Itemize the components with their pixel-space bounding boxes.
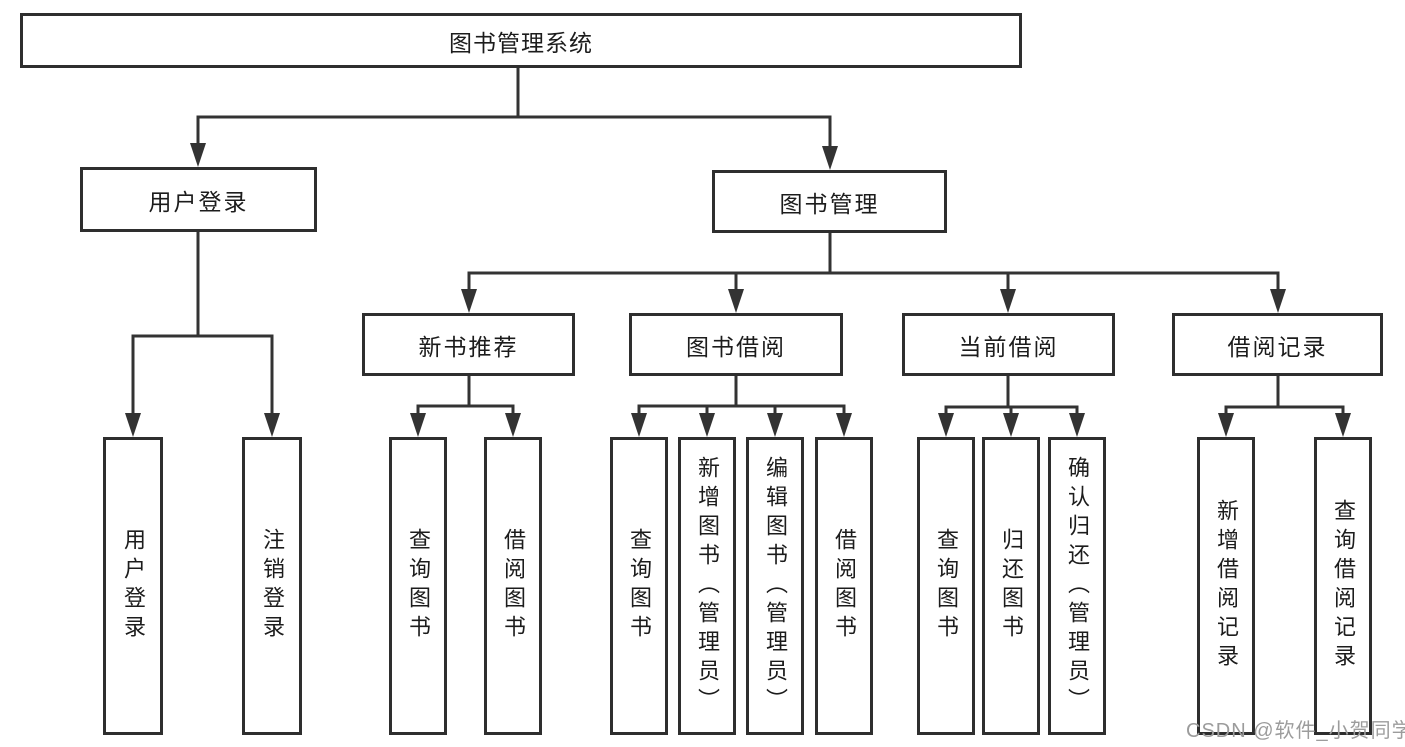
arrow-down-icon	[1003, 413, 1019, 437]
arrow-down-icon	[699, 413, 715, 437]
leaf-newbooks-borrow-label: 借阅图书	[501, 528, 526, 644]
arrow-down-icon	[631, 413, 647, 437]
arrow-down-icon	[728, 289, 744, 313]
node-book-borrow-label: 图书借阅	[686, 333, 786, 360]
leaf-borrow-book: 借阅图书	[815, 437, 873, 735]
arrow-down-icon	[410, 413, 426, 437]
node-current-borrow: 当前借阅	[902, 313, 1115, 376]
leaf-user-login: 用户登录	[103, 437, 163, 735]
node-current-borrow-label: 当前借阅	[958, 333, 1059, 360]
leaf-current-query-label: 查询图书	[934, 528, 959, 644]
connector-new-books-to-leaves	[410, 376, 521, 437]
arrow-down-icon	[125, 413, 141, 437]
arrow-down-icon	[822, 146, 838, 170]
node-user-login: 用户登录	[80, 167, 317, 232]
leaf-current-confirm: 确认归还（管理员）	[1048, 437, 1106, 735]
node-book-mgmt: 图书管理	[712, 170, 947, 233]
connector-user-login-to-leaves	[125, 232, 280, 437]
leaf-records-query: 查询借阅记录	[1314, 437, 1372, 735]
leaf-current-return: 归还图书	[982, 437, 1040, 735]
leaf-borrow-edit: 编辑图书（管理员）	[746, 437, 804, 735]
node-book-mgmt-label: 图书管理	[779, 190, 880, 217]
leaf-borrow-query: 查询图书	[610, 437, 668, 735]
node-root: 图书管理系统	[20, 13, 1022, 68]
leaf-current-query: 查询图书	[917, 437, 975, 735]
leaf-newbooks-query: 查询图书	[389, 437, 447, 735]
connector-borrow-records-to-leaves	[1218, 376, 1351, 437]
leaf-records-query-label: 查询借阅记录	[1331, 499, 1356, 673]
leaf-records-add: 新增借阅记录	[1197, 437, 1255, 735]
node-borrow-records: 借阅记录	[1172, 313, 1383, 376]
leaf-newbooks-query-label: 查询图书	[406, 528, 431, 644]
watermark: CSDN @软件_小贺同学	[1186, 720, 1405, 742]
leaf-logout: 注销登录	[242, 437, 302, 735]
arrow-down-icon	[938, 413, 954, 437]
leaf-user-login-label: 用户登录	[121, 528, 146, 644]
leaf-borrow-book-label: 借阅图书	[832, 528, 857, 644]
leaf-borrow-query-label: 查询图书	[627, 528, 652, 644]
leaf-borrow-edit-label: 编辑图书（管理员）	[763, 455, 788, 717]
leaf-logout-label: 注销登录	[260, 528, 285, 644]
arrow-down-icon	[1069, 413, 1085, 437]
leaf-records-add-label: 新增借阅记录	[1214, 499, 1239, 673]
arrow-down-icon	[767, 413, 783, 437]
arrow-down-icon	[264, 413, 280, 437]
node-borrow-records-label: 借阅记录	[1227, 333, 1328, 360]
arrow-down-icon	[1270, 289, 1286, 313]
connector-root-to-level2	[190, 68, 838, 170]
node-user-login-label: 用户登录	[148, 188, 249, 215]
leaf-current-return-label: 归还图书	[999, 528, 1024, 644]
arrow-down-icon	[461, 289, 477, 313]
connector-book-mgmt-to-level3	[461, 233, 1286, 313]
leaf-borrow-add: 新增图书（管理员）	[678, 437, 736, 735]
leaf-current-confirm-label: 确认归还（管理员）	[1065, 455, 1090, 717]
arrow-down-icon	[505, 413, 521, 437]
connector-current-borrow-to-leaves	[938, 376, 1085, 437]
leaf-newbooks-borrow: 借阅图书	[484, 437, 542, 735]
arrow-down-icon	[1335, 413, 1351, 437]
arrow-down-icon	[1218, 413, 1234, 437]
connector-book-borrow-to-leaves	[631, 376, 852, 437]
node-new-books-label: 新书推荐	[418, 333, 519, 360]
arrow-down-icon	[190, 143, 206, 167]
arrow-down-icon	[1000, 289, 1016, 313]
node-book-borrow: 图书借阅	[629, 313, 843, 376]
leaf-borrow-add-label: 新增图书（管理员）	[695, 455, 720, 717]
arrow-down-icon	[836, 413, 852, 437]
node-new-books: 新书推荐	[362, 313, 575, 376]
node-root-label: 图书管理系统	[449, 29, 593, 56]
